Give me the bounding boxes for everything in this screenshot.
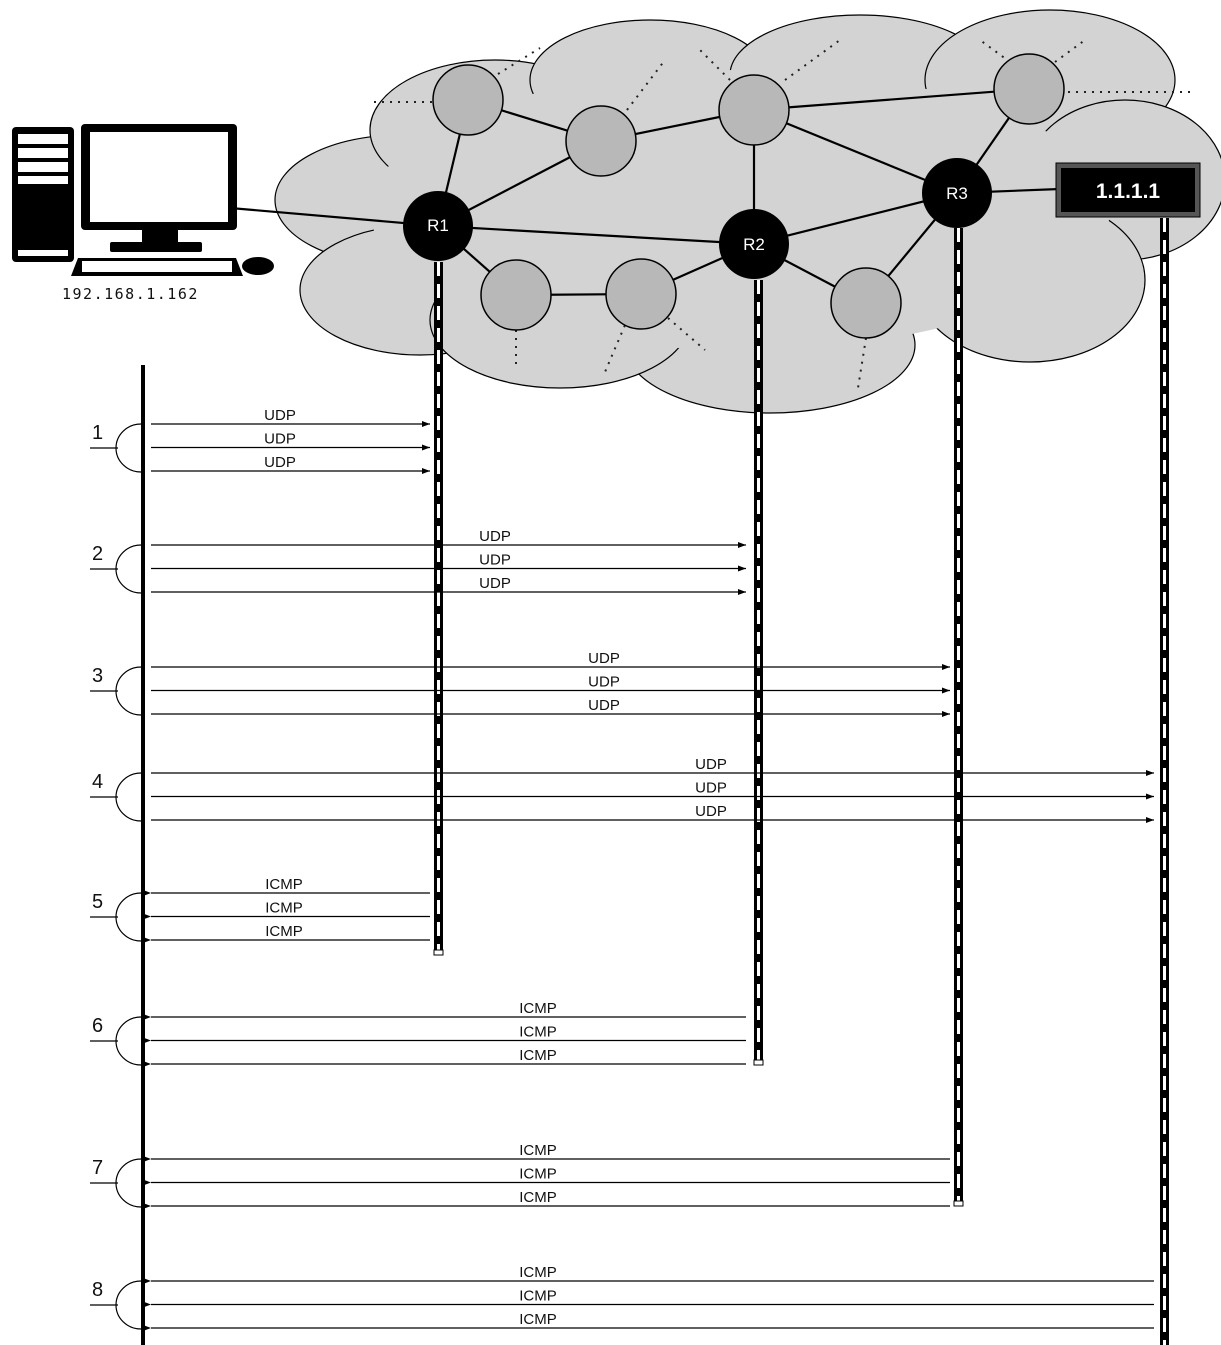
step-brace xyxy=(115,1016,142,1066)
step-brace xyxy=(115,1280,142,1330)
step-brace xyxy=(115,1158,142,1208)
network-node xyxy=(718,74,790,146)
r3-timeline xyxy=(953,228,964,1207)
packet-protocol-label: ICMP xyxy=(519,1288,557,1305)
packet-protocol-label: UDP xyxy=(264,454,296,471)
desktop-computer-icon xyxy=(12,124,274,276)
step-brace xyxy=(115,544,142,594)
step-number: 2 xyxy=(92,543,103,565)
router-r1: R1 xyxy=(403,191,473,261)
network-node xyxy=(830,267,902,339)
packet-protocol-label: UDP xyxy=(479,552,511,569)
step-number: 8 xyxy=(92,1279,103,1301)
router-r2-label: R2 xyxy=(743,235,765,254)
step-number: 6 xyxy=(92,1015,103,1037)
r1-timeline xyxy=(433,262,444,956)
router-r1-label: R1 xyxy=(427,216,449,235)
destination-timeline xyxy=(1160,218,1169,1345)
packet-protocol-label: UDP xyxy=(695,803,727,820)
step-number: 1 xyxy=(92,422,103,444)
packet-protocol-label: ICMP xyxy=(519,1189,557,1206)
step-brace xyxy=(115,892,142,942)
step-brace xyxy=(115,772,142,822)
network-node xyxy=(432,64,504,136)
packet-protocol-label: ICMP xyxy=(519,1264,557,1281)
packet-protocol-label: UDP xyxy=(264,431,296,448)
packet-protocol-label: UDP xyxy=(588,697,620,714)
packet-protocol-label: UDP xyxy=(479,575,511,592)
r2-timeline xyxy=(753,280,764,1066)
packet-protocol-label: UDP xyxy=(695,756,727,773)
router-r2: R2 xyxy=(719,209,789,279)
router-r3: R3 xyxy=(922,158,992,228)
destination-label: 1.1.1.1 xyxy=(1096,180,1161,203)
dotted-links xyxy=(370,39,1195,389)
packet-protocol-label: ICMP xyxy=(265,876,303,893)
packet-protocol-label: UDP xyxy=(588,674,620,691)
packet-protocol-label: ICMP xyxy=(519,1311,557,1328)
network-node xyxy=(605,258,677,330)
step-brace xyxy=(115,423,142,473)
packet-protocol-label: ICMP xyxy=(519,1024,557,1041)
packet-protocol-label: ICMP xyxy=(265,923,303,940)
packet-protocol-label: ICMP xyxy=(519,1000,557,1017)
destination-host: 1.1.1.1 xyxy=(1055,162,1201,218)
trace-steps: 1UDPUDPUDP2UDPUDPUDP3UDPUDPUDP4UDPUDPUDP… xyxy=(90,407,1154,1331)
step-brace xyxy=(115,666,142,716)
step-number: 4 xyxy=(92,771,103,793)
packet-protocol-label: ICMP xyxy=(519,1142,557,1159)
packet-protocol-label: ICMP xyxy=(265,900,303,917)
intermediate-nodes xyxy=(432,53,1065,339)
router-r3-label: R3 xyxy=(946,184,968,203)
network-node xyxy=(565,105,637,177)
packet-protocol-label: ICMP xyxy=(519,1047,557,1064)
step-number: 7 xyxy=(92,1157,103,1179)
step-number: 5 xyxy=(92,891,103,913)
packet-protocol-label: UDP xyxy=(588,650,620,667)
network-node xyxy=(480,259,552,331)
packet-protocol-label: UDP xyxy=(264,407,296,424)
packet-protocol-label: UDP xyxy=(479,528,511,545)
packet-protocol-label: ICMP xyxy=(519,1166,557,1183)
host-ip-address: 192.168.1.162 xyxy=(62,285,199,303)
hop-timelines xyxy=(433,218,1169,1345)
packet-protocol-label: UDP xyxy=(695,780,727,797)
step-number: 3 xyxy=(92,665,103,687)
network-node xyxy=(993,53,1065,125)
